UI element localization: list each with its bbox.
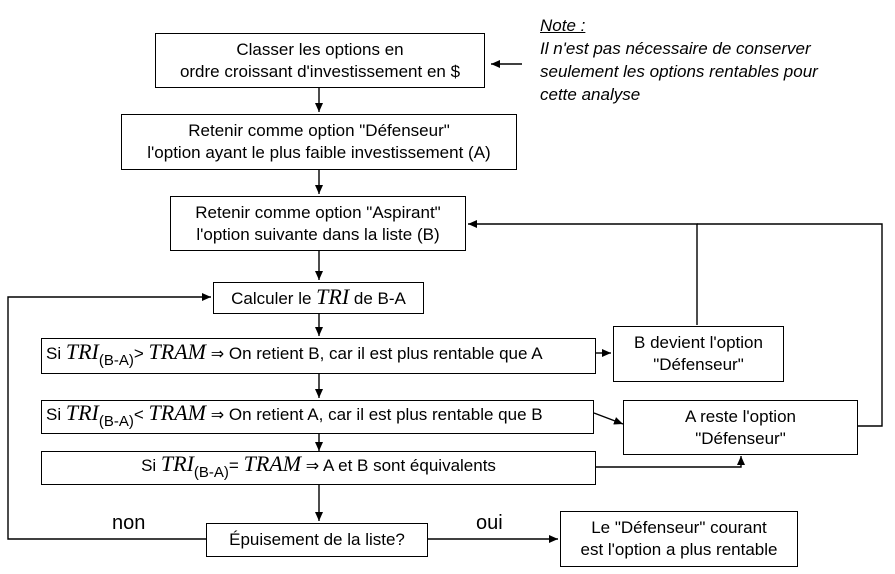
tram-symbol: TRAM bbox=[243, 450, 302, 476]
box-a-stays-defender: A reste l'option "Défenseur" bbox=[623, 400, 858, 455]
tri-symbol: TRI bbox=[316, 284, 350, 309]
tri-subscript: (B-A) bbox=[98, 412, 134, 430]
condition-text: Si TRI(B-A)< TRAM ⇒ On retient A, car il… bbox=[46, 399, 543, 433]
box-text: Retenir comme option "Défenseur" bbox=[188, 121, 450, 140]
tri-symbol: TRI bbox=[65, 338, 99, 364]
box-sort-options: Classer les options en ordre croissant d… bbox=[155, 33, 485, 88]
box-text: Calculer le TRI de B-A bbox=[231, 286, 406, 310]
box-retain-defender: Retenir comme option "Défenseur" l'optio… bbox=[121, 114, 517, 170]
label-no: non bbox=[112, 512, 146, 534]
note: Note : Il n'est pas nécessaire de conser… bbox=[540, 14, 818, 106]
tri-subscript: (B-A) bbox=[98, 351, 134, 369]
arrow-no-loop bbox=[7, 293, 211, 540]
condition-text: Si TRI(B-A)= TRAM ⇒ A et B sont équivale… bbox=[141, 450, 496, 484]
arrow-cond-eq-to-a-stays bbox=[596, 456, 745, 468]
tri-symbol: TRI bbox=[65, 399, 99, 425]
box-text: B devient l'option bbox=[634, 333, 763, 352]
tram-symbol: TRAM bbox=[148, 399, 206, 425]
box-text: ordre croissant d'investissement en $ bbox=[179, 61, 461, 81]
cond-si: Si bbox=[46, 404, 62, 424]
note-title: Note : bbox=[540, 16, 586, 35]
arrow-a-stays-loop bbox=[697, 223, 883, 427]
note-line: Il n'est pas nécessaire de conserver bbox=[540, 39, 811, 58]
arrow-cond-lt-to-a-stays bbox=[593, 412, 624, 425]
box-condition-greater: Si TRI(B-A)> TRAM ⇒ On retient B, car il… bbox=[41, 338, 596, 374]
implies-symbol: ⇒ bbox=[210, 343, 225, 363]
compute-suffix: de B-A bbox=[353, 289, 406, 308]
operator-less: < bbox=[133, 404, 144, 424]
note-line: cette analyse bbox=[540, 85, 641, 104]
cond-result: On retient A, car il est plus rentable q… bbox=[228, 404, 543, 424]
operator-equal: = bbox=[228, 455, 239, 475]
box-text: Épuisement de la liste? bbox=[229, 530, 405, 549]
arrow-b-becomes-loop bbox=[468, 220, 698, 325]
cond-result: A et B sont équivalents bbox=[322, 455, 496, 475]
cond-si: Si bbox=[46, 343, 62, 363]
implies-symbol: ⇒ bbox=[210, 404, 225, 424]
tri-symbol: TRI bbox=[160, 450, 194, 476]
box-text: "Défenseur" bbox=[695, 428, 786, 448]
box-b-becomes-defender: B devient l'option "Défenseur" bbox=[613, 326, 784, 382]
cond-result: On retient B, car il est plus rentable q… bbox=[228, 343, 543, 363]
implies-symbol: ⇒ bbox=[305, 455, 320, 475]
tram-symbol: TRAM bbox=[148, 338, 206, 364]
box-exhaustion-check: Épuisement de la liste? bbox=[206, 523, 428, 557]
box-text: Le "Défenseur" courant bbox=[591, 518, 767, 537]
box-retain-challenger: Retenir comme option "Aspirant" l'option… bbox=[170, 196, 466, 251]
tri-subscript: (B-A) bbox=[193, 463, 229, 481]
box-text: Retenir comme option "Aspirant" bbox=[195, 202, 441, 222]
box-text: "Défenseur" bbox=[653, 355, 744, 374]
box-condition-equal: Si TRI(B-A)= TRAM ⇒ A et B sont équivale… bbox=[41, 451, 596, 485]
operator-greater: > bbox=[133, 343, 144, 363]
box-text: est l'option a plus rentable bbox=[580, 540, 778, 559]
box-text: l'option suivante dans la liste (B) bbox=[196, 224, 440, 244]
box-text: A reste l'option bbox=[685, 406, 796, 426]
box-condition-less: Si TRI(B-A)< TRAM ⇒ On retient A, car il… bbox=[41, 400, 594, 434]
box-text: l'option ayant le plus faible investisse… bbox=[147, 143, 491, 162]
note-line: seulement les options rentables pour bbox=[540, 62, 818, 81]
condition-text: Si TRI(B-A)> TRAM ⇒ On retient B, car il… bbox=[46, 338, 543, 372]
box-final-result: Le "Défenseur" courant est l'option a pl… bbox=[560, 511, 798, 567]
compute-prefix: Calculer le bbox=[231, 289, 312, 308]
box-compute-tri: Calculer le TRI de B-A bbox=[213, 282, 424, 314]
cond-si: Si bbox=[141, 455, 157, 475]
label-yes: oui bbox=[476, 512, 503, 534]
box-text: Classer les options en bbox=[236, 39, 404, 59]
